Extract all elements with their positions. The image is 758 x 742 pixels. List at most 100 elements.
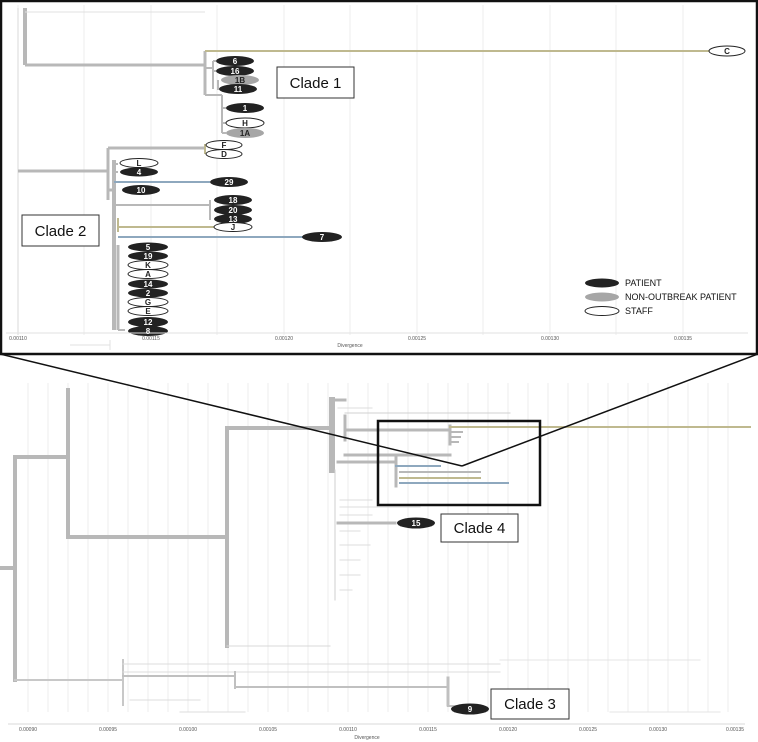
svg-text:PATIENT: PATIENT — [625, 278, 662, 288]
node-4: 4 — [120, 167, 158, 177]
svg-text:1: 1 — [243, 104, 248, 113]
svg-text:1A: 1A — [240, 129, 250, 138]
node-1B: 1B — [221, 75, 259, 85]
node-12: 12 — [128, 317, 168, 327]
svg-text:STAFF: STAFF — [625, 306, 653, 316]
svg-text:14: 14 — [144, 280, 153, 289]
inset-nodes: C 6 16 1B 11 1 H 1A F D L 4 29 10 18 20 … — [119, 45, 746, 336]
svg-text:J: J — [231, 223, 235, 232]
svg-text:4: 4 — [137, 168, 142, 177]
main-tick: 0.00115 — [419, 727, 437, 733]
node-F: F — [205, 140, 243, 150]
main-axis-title: Divergence — [354, 735, 380, 741]
node-11: 11 — [219, 84, 257, 94]
svg-text:16: 16 — [231, 67, 240, 76]
inset-tick: 0.00115 — [142, 336, 160, 342]
legend-item-non-outbreak: NON-OUTBREAK PATIENT — [585, 292, 737, 302]
node-C: C — [708, 45, 746, 57]
svg-text:18: 18 — [229, 196, 238, 205]
node-J: J — [213, 222, 253, 232]
svg-text:Clade 1: Clade 1 — [290, 75, 342, 92]
svg-text:Clade 3: Clade 3 — [504, 696, 556, 713]
node-6: 6 — [216, 56, 254, 66]
node-18: 18 — [214, 195, 252, 205]
main-node-label: 9 — [468, 705, 473, 714]
svg-text:1B: 1B — [235, 76, 245, 85]
svg-text:D: D — [221, 150, 227, 159]
main-tick: 0.00130 — [649, 727, 667, 733]
node-K: K — [127, 260, 169, 270]
svg-text:L: L — [137, 159, 142, 168]
main-tick: 0.00105 — [259, 727, 277, 733]
node-7: 7 — [302, 232, 342, 242]
node-L: L — [119, 158, 159, 168]
svg-text:NON-OUTBREAK PATIENT: NON-OUTBREAK PATIENT — [625, 292, 737, 302]
inset-tick: 0.00120 — [275, 336, 293, 342]
node-1: 1 — [226, 103, 264, 113]
node-D: D — [205, 149, 243, 159]
inset-tick: 0.00130 — [541, 336, 559, 342]
node-19: 19 — [128, 251, 168, 261]
svg-text:5: 5 — [146, 243, 151, 252]
main-node-label: 15 — [412, 519, 421, 528]
svg-text:13: 13 — [229, 215, 238, 224]
inset-axis-title: Divergence — [337, 343, 363, 349]
inset-tick: 0.00135 — [674, 336, 692, 342]
clade-1-label: Clade 1 — [276, 66, 355, 99]
node-5: 5 — [128, 242, 168, 252]
svg-text:A: A — [145, 270, 151, 279]
clade-4-label: Clade 4 — [440, 513, 519, 543]
svg-text:E: E — [145, 307, 151, 316]
svg-text:19: 19 — [144, 252, 153, 261]
svg-text:F: F — [222, 141, 227, 150]
inset-frame — [0, 0, 758, 356]
node-29: 29 — [210, 177, 248, 187]
main-tick: 0.00090 — [19, 727, 37, 733]
node-13: 13 — [214, 214, 252, 224]
svg-text:10: 10 — [137, 186, 146, 195]
main-node-9: 9 — [451, 703, 489, 715]
node-A: A — [127, 269, 169, 279]
main-tree: 15 9 Clade 4 Clade 3 0.00090 0.00095 0.0… — [0, 383, 751, 741]
svg-text:H: H — [242, 119, 248, 128]
inset-tick: 0.00125 — [408, 336, 426, 342]
node-1A: 1A — [226, 128, 264, 138]
main-x-axis: 0.00090 0.00095 0.00100 0.00105 0.00110 … — [8, 723, 745, 741]
svg-text:8: 8 — [146, 327, 151, 336]
node-G: G — [127, 297, 169, 307]
main-gridlines — [27, 383, 729, 712]
node-E: E — [127, 306, 169, 316]
inset-tick: 0.00110 — [9, 336, 27, 342]
zoom-connector — [0, 353, 758, 467]
main-node-15: 15 — [397, 517, 435, 529]
svg-text:C: C — [724, 47, 730, 56]
node-14: 14 — [128, 279, 168, 289]
svg-text:Clade 2: Clade 2 — [35, 223, 87, 240]
node-10: 10 — [122, 185, 160, 195]
main-tick: 0.00135 — [726, 727, 744, 733]
zoom-box — [376, 419, 542, 507]
svg-text:11: 11 — [234, 85, 243, 94]
main-tick: 0.00100 — [179, 727, 197, 733]
node-16: 16 — [216, 66, 254, 76]
inset-panel: C 6 16 1B 11 1 H 1A F D L 4 29 10 18 20 … — [0, 0, 758, 356]
legend-item-staff: STAFF — [584, 306, 653, 316]
svg-text:7: 7 — [320, 233, 325, 242]
svg-text:12: 12 — [144, 318, 153, 327]
inset-branches — [17, 8, 710, 350]
svg-text:29: 29 — [225, 178, 234, 187]
svg-text:2: 2 — [146, 289, 151, 298]
clade-2-label: Clade 2 — [21, 214, 100, 247]
main-tick: 0.00110 — [339, 727, 357, 733]
node-20: 20 — [214, 205, 252, 215]
svg-text:6: 6 — [233, 57, 238, 66]
clade-3-label: Clade 3 — [490, 688, 570, 720]
svg-text:K: K — [145, 261, 151, 270]
node-2: 2 — [128, 288, 168, 298]
node-H: H — [225, 117, 265, 129]
svg-text:G: G — [145, 298, 151, 307]
main-branches — [0, 388, 751, 713]
legend: PATIENT NON-OUTBREAK PATIENT STAFF — [584, 278, 737, 316]
main-tick: 0.00120 — [499, 727, 517, 733]
